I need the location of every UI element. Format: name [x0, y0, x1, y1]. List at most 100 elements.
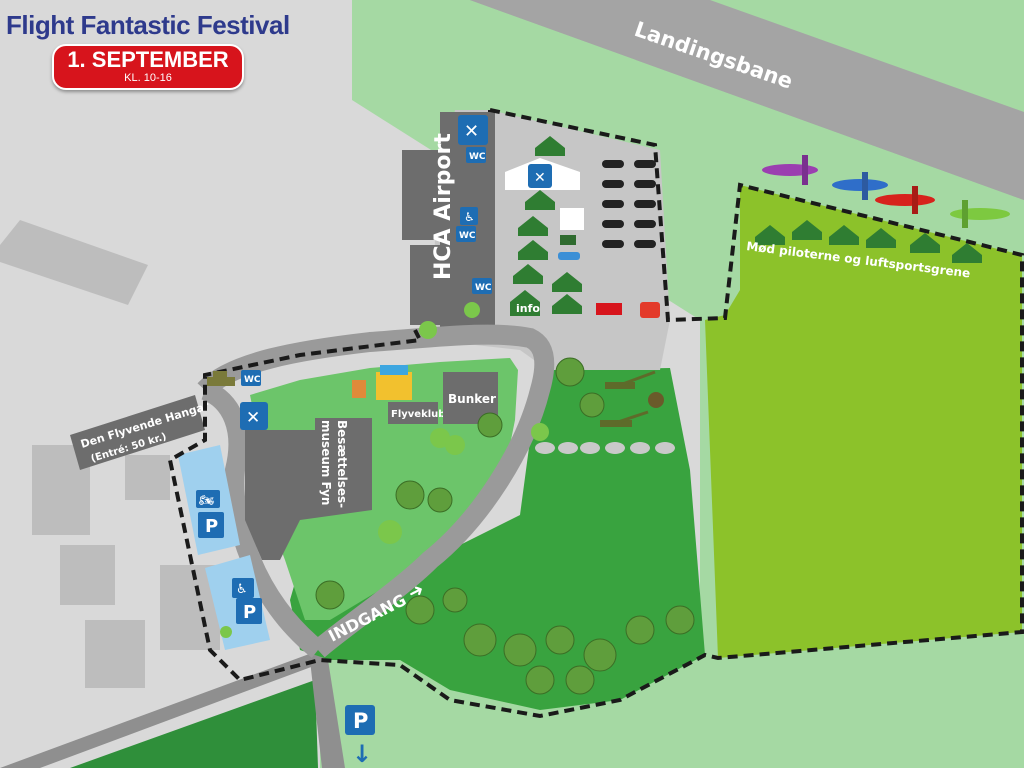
motorbike-icon — [634, 240, 656, 248]
hangar-building[interactable] — [70, 395, 205, 470]
motorbikes — [602, 160, 656, 248]
tree — [579, 392, 605, 418]
museum-label-line2: museum Fyn — [319, 420, 333, 505]
soldier-icon — [648, 392, 664, 408]
building-block — [0, 220, 148, 305]
bush — [531, 423, 549, 441]
tent — [525, 190, 555, 210]
rock — [605, 442, 625, 454]
wheelchair-icon: ♿ — [460, 207, 478, 225]
restaurant-icon-glyph: ✕ — [534, 170, 546, 186]
airplane-icon — [762, 155, 818, 185]
motorbike-icon — [602, 240, 624, 248]
svg-text:WC: WC — [459, 231, 476, 241]
bushes — [220, 302, 549, 638]
rock — [558, 442, 578, 454]
bush — [430, 428, 450, 448]
loop-road — [197, 324, 555, 658]
tent — [755, 225, 785, 245]
tent — [510, 290, 540, 316]
building-block — [60, 545, 115, 605]
tree — [395, 480, 425, 510]
tree — [427, 487, 453, 513]
bouncy-castle-roof — [380, 365, 408, 375]
bunker-label: Bunker — [448, 392, 496, 406]
rock — [655, 442, 675, 454]
svg-text:WC: WC — [469, 152, 486, 162]
svg-text:P: P — [353, 709, 368, 733]
museum-label-line1: Besættelses- — [335, 420, 349, 508]
tree — [525, 665, 555, 695]
tent — [518, 216, 548, 236]
rock — [630, 442, 650, 454]
airplanes — [762, 155, 1010, 228]
motorbike-icon — [634, 160, 656, 168]
blue-car-icon — [558, 252, 580, 260]
tree — [665, 605, 695, 635]
parking-icon-bottom[interactable]: P — [345, 705, 375, 735]
flyveklub-label: Flyveklub — [391, 409, 445, 420]
tent — [518, 240, 548, 260]
svg-text:✕: ✕ — [464, 121, 479, 142]
event-date: 1. SEPTEMBER — [67, 47, 229, 72]
restaurant-icon: ✕ — [240, 402, 268, 430]
tank-icon — [207, 371, 235, 386]
svg-text:WC: WC — [475, 283, 492, 293]
cannon-icon — [600, 410, 649, 427]
tree — [405, 595, 435, 625]
road — [310, 660, 345, 768]
svg-text:✕: ✕ — [246, 408, 260, 428]
building-block — [85, 620, 145, 688]
restaurant-icon: ✕ — [458, 115, 488, 145]
wc-icon: WC — [466, 147, 486, 163]
playground-icon — [352, 380, 366, 398]
svg-text:P: P — [205, 516, 218, 537]
tent — [866, 228, 896, 248]
page-title: Flight Fantastic Festival — [6, 10, 290, 40]
svg-text:P: P — [243, 602, 256, 623]
event-boundary — [167, 108, 1024, 719]
airport-building-wing — [410, 245, 450, 325]
wc-icon: WC — [456, 226, 476, 242]
cannon-icon — [605, 370, 656, 389]
jeep-icon — [560, 235, 576, 245]
parking-icon: P — [198, 512, 224, 538]
event-time: KL. 10-16 — [124, 72, 172, 84]
sign-board-icon — [560, 208, 584, 230]
motorcycle-icon: 🏍 — [196, 490, 220, 508]
bush — [220, 626, 232, 638]
loop-road-west — [200, 380, 325, 658]
tree — [565, 665, 595, 695]
bush — [445, 435, 465, 455]
grass-area-lower-left — [70, 680, 318, 768]
svg-text:♿: ♿ — [236, 582, 248, 597]
bush — [464, 302, 480, 318]
tent — [552, 294, 582, 314]
pilot-tents — [755, 220, 982, 263]
tree — [463, 623, 497, 657]
tent — [829, 225, 859, 245]
airplane-icon — [950, 200, 1010, 228]
tent — [513, 264, 543, 284]
tent — [910, 233, 940, 253]
svg-text:WC: WC — [244, 375, 261, 385]
date-badge: 1. SEPTEMBER KL. 10-16 — [52, 44, 244, 90]
tree — [625, 615, 655, 645]
tree — [583, 638, 617, 672]
pilot-field[interactable] — [705, 185, 1022, 658]
motorbike-icon — [602, 180, 624, 188]
motorbike-icon — [602, 220, 624, 228]
arrow-down-icon: ↓ — [352, 740, 372, 768]
tent — [535, 136, 565, 156]
park-area — [290, 368, 705, 710]
rock — [535, 442, 555, 454]
svg-text:♿: ♿ — [464, 210, 475, 224]
airport-building-wing — [402, 150, 445, 240]
bouncy-castle-icon — [376, 372, 412, 400]
airport-label: HCA Airport — [431, 133, 456, 280]
parking-icon: P — [236, 598, 262, 624]
wheelchair-icon: ♿ — [232, 578, 254, 598]
motorbike-icon — [634, 200, 656, 208]
tree — [555, 357, 585, 387]
